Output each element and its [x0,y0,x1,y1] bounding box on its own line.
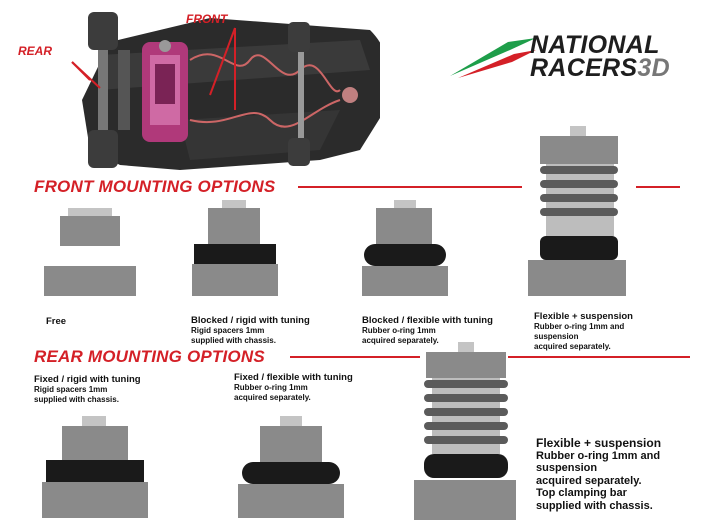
rear-rigid-diagram [42,416,148,518]
front-flexible-line1: Rubber o-ring 1mm [362,326,436,335]
brand-swoosh-icon [450,38,536,78]
rear-rigid-title: Fixed / rigid with tuning [34,374,141,385]
rear-callout: REAR [18,44,53,58]
front-section-title: FRONT MOUNTING OPTIONS [34,177,276,196]
rear-rigid-line1: Rigid spacers 1mm [34,385,108,394]
front-rigid-line1: Rigid spacers 1mm [191,326,265,335]
rear-flexible-caption: Fixed / flexible with tuning Rubber o-ri… [234,372,353,403]
front-flexible-caption: Blocked / flexible with tuning Rubber o-… [362,315,493,346]
front-callout: FRONT [186,12,228,26]
rear-flexible-line2: acquired separately. [234,393,311,402]
rear-flexible-line1: Rubber o-ring 1mm [234,383,308,392]
front-rigid-title: Blocked / rigid with tuning [191,315,310,326]
front-rigid-line2: supplied with chassis. [191,336,276,345]
rear-flexible-diagram [238,416,344,518]
front-rigid-diagram [192,200,278,296]
rear-flexible-title: Fixed / flexible with tuning [234,372,353,383]
rear-suspension-caption: Flexible + suspension Rubber o-ring 1mm … [536,437,661,512]
front-suspension-title: Flexible + suspension [534,311,633,322]
rear-title-rule [290,356,420,358]
front-flexible-line2: acquired separately. [362,336,439,345]
brand-line1: NATIONAL [530,31,660,59]
front-suspension-line3: acquired separately. [534,342,611,351]
front-suspension-line2: suspension [534,332,579,341]
rear-rigid-line2: supplied with chassis. [34,395,119,404]
rear-suspension-title: Flexible + suspension [536,436,662,450]
front-flexible-title: Blocked / flexible with tuning [362,315,493,326]
front-rigid-caption: Blocked / rigid with tuning Rigid spacer… [191,315,310,346]
front-free-caption: Free [46,316,66,327]
rear-title-rule-right [508,356,690,358]
front-suspension-diagram [528,126,626,296]
rear-suspension-line2: suspension [536,462,598,474]
front-suspension-line1: Rubber o-ring 1mm and [534,322,625,331]
rear-suspension-line4: Top clamping bar [536,487,627,499]
brand-line2: RACERS [530,54,638,82]
front-title-rule-right [636,186,680,188]
rear-suspension-line5: supplied with chassis. [536,499,653,512]
rear-rigid-caption: Fixed / rigid with tuning Rigid spacers … [34,374,141,405]
front-flexible-diagram [362,200,448,296]
rear-section-title: REAR MOUNTING OPTIONS [34,347,265,366]
front-free-diagram [44,208,136,296]
brand-logo: NATIONAL RACERS3D [530,31,670,82]
rear-suspension-line1: Rubber o-ring 1mm and [536,449,661,462]
front-title-rule [298,186,522,188]
rear-suspension-diagram [414,342,516,520]
brand-suffix: 3D [637,54,670,82]
rear-suspension-line3: acquired separately. [536,474,642,487]
front-free-title: Free [46,316,67,327]
front-suspension-caption: Flexible + suspension Rubber o-ring 1mm … [534,311,633,352]
chassis-photo [71,12,380,170]
